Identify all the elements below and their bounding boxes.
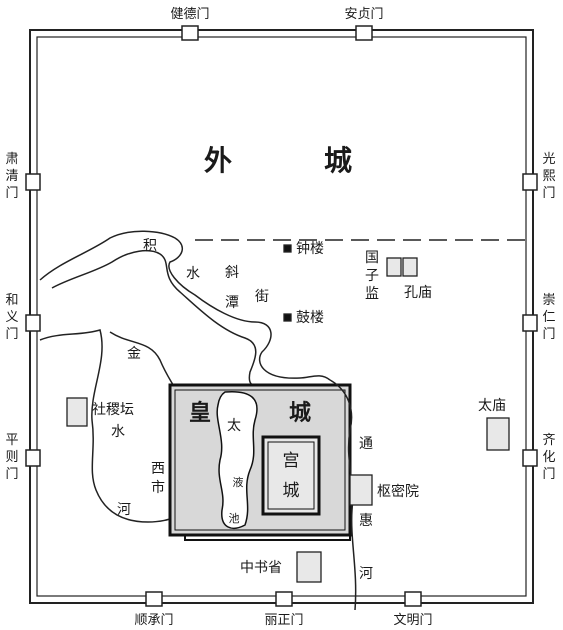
gate-pingze: 平 则 门 xyxy=(5,433,18,482)
svg-text:齐: 齐 xyxy=(542,432,555,448)
svg-text:城: 城 xyxy=(283,481,300,501)
svg-text:街: 街 xyxy=(255,289,269,305)
svg-text:市: 市 xyxy=(151,479,165,496)
shumiyuan-label: 枢密院 xyxy=(377,483,419,500)
taiye-pond xyxy=(216,390,258,529)
svg-text:熙: 熙 xyxy=(542,169,555,184)
svg-text:平: 平 xyxy=(5,433,18,448)
sheji-altar-label: 社稷坛 xyxy=(92,402,134,418)
jinshuihe-label: 金 水 河 xyxy=(111,346,141,518)
outer-city-label: 外 城 xyxy=(204,144,352,177)
svg-text:城: 城 xyxy=(289,400,311,426)
svg-text:光: 光 xyxy=(542,152,555,167)
svg-text:金: 金 xyxy=(127,346,141,362)
buildings xyxy=(66,244,510,583)
svg-text:门: 门 xyxy=(5,327,18,342)
svg-text:门: 门 xyxy=(5,186,18,201)
guozijian-label: 国 子 监 xyxy=(365,250,379,302)
svg-text:义: 义 xyxy=(5,310,18,325)
gate-guangxi: 光 熙 门 xyxy=(542,152,555,201)
gate-lizheng: 丽正门 xyxy=(264,613,303,628)
svg-text:水: 水 xyxy=(111,424,125,440)
svg-text:太: 太 xyxy=(227,418,241,434)
svg-text:则: 则 xyxy=(5,450,18,465)
xishi-label: 西 市 xyxy=(151,461,165,496)
svg-text:国: 国 xyxy=(365,250,379,266)
drum-tower-marker xyxy=(283,313,292,322)
imperial-south-line xyxy=(184,535,351,541)
svg-text:化: 化 xyxy=(542,450,555,465)
svg-text:河: 河 xyxy=(359,566,373,582)
guozijian-box xyxy=(386,257,402,277)
svg-text:肃: 肃 xyxy=(5,152,18,167)
jishuitan-lake-lower xyxy=(51,249,263,387)
svg-text:仁: 仁 xyxy=(542,310,555,325)
xiejie-label: 斜 街 xyxy=(225,265,269,305)
sheji-altar-box xyxy=(66,397,88,427)
zhongshusheng-box xyxy=(296,551,322,583)
svg-text:清: 清 xyxy=(5,169,18,184)
taimiao-label: 太庙 xyxy=(478,398,506,414)
imperial-city xyxy=(168,383,352,537)
svg-text:监: 监 xyxy=(365,286,379,302)
svg-text:门: 门 xyxy=(542,186,555,201)
imperial-city-label: 皇 城 xyxy=(189,400,311,426)
gate-wenming: 文明门 xyxy=(393,613,432,628)
gate-markers xyxy=(25,25,538,607)
gate-suqing: 肃 清 门 xyxy=(5,152,18,201)
gate-shuncheng: 顺承门 xyxy=(134,613,173,628)
gate-jiande: 健德门 xyxy=(170,7,209,22)
drum-tower-label: 鼓楼 xyxy=(296,310,324,326)
jinshui-river-2 xyxy=(109,331,176,389)
svg-text:和: 和 xyxy=(5,293,18,308)
bell-tower-label: 钟楼 xyxy=(296,240,324,257)
confucius-temple-label: 孔庙 xyxy=(404,285,432,301)
zhongshusheng-label: 中书省 xyxy=(240,560,282,576)
svg-text:外: 外 xyxy=(204,144,232,177)
svg-text:门: 门 xyxy=(542,327,555,342)
confucius-temple-box xyxy=(402,257,418,277)
gate-chongren: 崇 仁 门 xyxy=(542,293,555,342)
svg-text:池: 池 xyxy=(229,512,240,525)
shumiyuan-box xyxy=(349,474,373,506)
palace-city-label: 宫 城 xyxy=(283,451,300,501)
jishuitan-label: 积 水 潭 xyxy=(143,238,239,311)
svg-text:潭: 潭 xyxy=(225,294,239,311)
svg-text:崇: 崇 xyxy=(542,293,555,308)
gate-anzhen: 安贞门 xyxy=(344,7,383,22)
svg-text:积: 积 xyxy=(143,238,157,254)
jinshui-river xyxy=(39,329,186,523)
svg-text:西: 西 xyxy=(151,461,165,477)
svg-text:惠: 惠 xyxy=(359,513,373,529)
svg-text:城: 城 xyxy=(324,144,352,177)
gate-qihua: 齐 化 门 xyxy=(542,432,555,482)
svg-text:河: 河 xyxy=(117,502,131,518)
taiye-label: 太 液 池 xyxy=(227,418,244,525)
svg-text:斜: 斜 xyxy=(225,265,239,281)
taimiao-box xyxy=(486,417,510,451)
svg-text:液: 液 xyxy=(233,475,244,489)
svg-text:门: 门 xyxy=(542,467,555,482)
palace-city-wall xyxy=(261,435,321,516)
svg-text:宫: 宫 xyxy=(283,451,300,471)
gate-heyi: 和 义 门 xyxy=(5,293,18,342)
svg-text:门: 门 xyxy=(5,467,18,482)
svg-text:子: 子 xyxy=(365,268,379,284)
bell-tower-marker xyxy=(283,244,292,253)
jishuitan-lake xyxy=(39,230,331,381)
svg-text:通: 通 xyxy=(359,436,373,452)
svg-text:水: 水 xyxy=(186,266,200,282)
tonghuihe-label: 通 惠 河 xyxy=(359,436,373,582)
svg-text:皇: 皇 xyxy=(189,400,211,426)
